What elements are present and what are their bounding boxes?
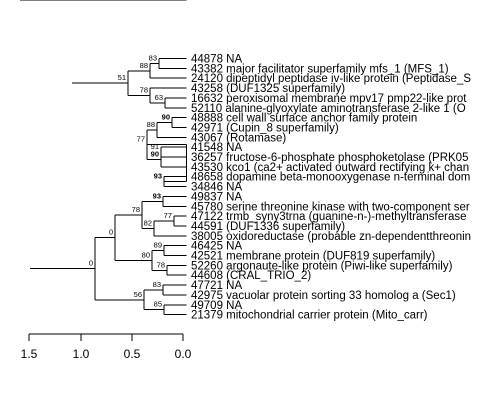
leaf-label: 24120 dipeptidyl peptidase iv-like prote…	[191, 73, 471, 85]
leaf-label: 43530 kco1 (ca2+ activated outward recti…	[191, 162, 469, 174]
leaf-label: 52260 argonaute-like protein (Piwi-like …	[191, 260, 453, 272]
scale-axis-tick-label: 0.0	[175, 347, 192, 361]
support-value: 0	[109, 228, 113, 237]
support-value: 89	[154, 241, 162, 250]
leaf-label: 52110 alanine-glyoxylate aminotransferas…	[191, 103, 466, 115]
leaf-label: 41548 NA	[191, 142, 242, 154]
support-value: 93	[154, 172, 162, 181]
support-value: 63	[155, 93, 163, 102]
leaf-label: 43382 major facilitator superfamily mfs_…	[191, 63, 449, 75]
leaf-label: 43067 (Rotamase)	[191, 132, 286, 144]
leaf-label: 42975 vacuolar protein sorting 33 homolo…	[191, 290, 456, 302]
support-value: 83	[153, 280, 161, 289]
scale-axis-tick-label: 1.0	[73, 347, 90, 361]
leaf-label: 44608 (CRAL_TRIO_2)	[191, 270, 311, 282]
support-value: 90	[162, 113, 170, 122]
support-value: 91	[151, 142, 159, 151]
leaf-label: 45780 serine threonine kinase with two-c…	[191, 201, 470, 213]
support-value: 93	[153, 191, 161, 200]
support-value: 77	[137, 135, 145, 144]
support-value: 78	[132, 205, 140, 214]
support-value: 80	[142, 250, 150, 259]
support-value: 78	[157, 260, 165, 269]
support-value: 90	[151, 149, 159, 158]
leaf-label: 42971 (Cupin_8 superfamily)	[191, 122, 339, 134]
support-value: 85	[154, 300, 162, 309]
leaf-label: 34846 NA	[191, 182, 242, 194]
support-value: 56	[134, 290, 142, 299]
leaf-label: 36257 fructose-6-phosphate phosphoketola…	[191, 152, 468, 164]
support-value: 0	[24, 0, 28, 2]
leaf-label: 43258 (DUF1325 superfamily)	[191, 83, 345, 95]
support-value: 88	[140, 61, 148, 70]
leaf-label: 42521 membrane protein (DUF819 superfami…	[191, 251, 435, 263]
leaf-label: 48658 dopamine beta-monooxygenase n-term…	[191, 172, 470, 184]
leaf-label: 49837 NA	[191, 191, 242, 203]
support-value: 88	[147, 120, 155, 129]
support-value: 0	[66, 0, 70, 2]
leaf-label: 21379 mitochondrial carrier protein (Mit…	[191, 310, 428, 322]
support-value: 51	[118, 73, 126, 82]
support-value: 0	[180, 0, 184, 2]
leaf-label: 46425 NA	[191, 241, 242, 253]
support-value: 78	[140, 85, 148, 94]
support-value: 82	[144, 218, 152, 227]
leaf-label: 49709 NA	[191, 300, 242, 312]
leaf-label: 38005 oxidoreductase (probable zn-depend…	[191, 231, 471, 243]
support-value: 77	[164, 211, 172, 220]
leaf-label: 16632 peroxisomal membrane mpv17 pmp22-l…	[191, 93, 467, 105]
leaf-label: 47721 NA	[191, 280, 242, 292]
leaf-label: 44878 NA	[191, 54, 242, 66]
scale-axis-tick-label: 1.5	[21, 347, 38, 361]
support-value: 83	[149, 53, 157, 62]
leaf-label: 47122 trmb_syny3trna (guanine-n-)-methyl…	[191, 211, 467, 223]
scale-axis-tick-label: 0.5	[124, 347, 141, 361]
support-value: 0	[89, 259, 93, 268]
leaf-label: 44591 (DUF1336 superfamily)	[191, 221, 345, 233]
leaf-label: 48888 cell wall surface anchor family pr…	[191, 113, 417, 125]
